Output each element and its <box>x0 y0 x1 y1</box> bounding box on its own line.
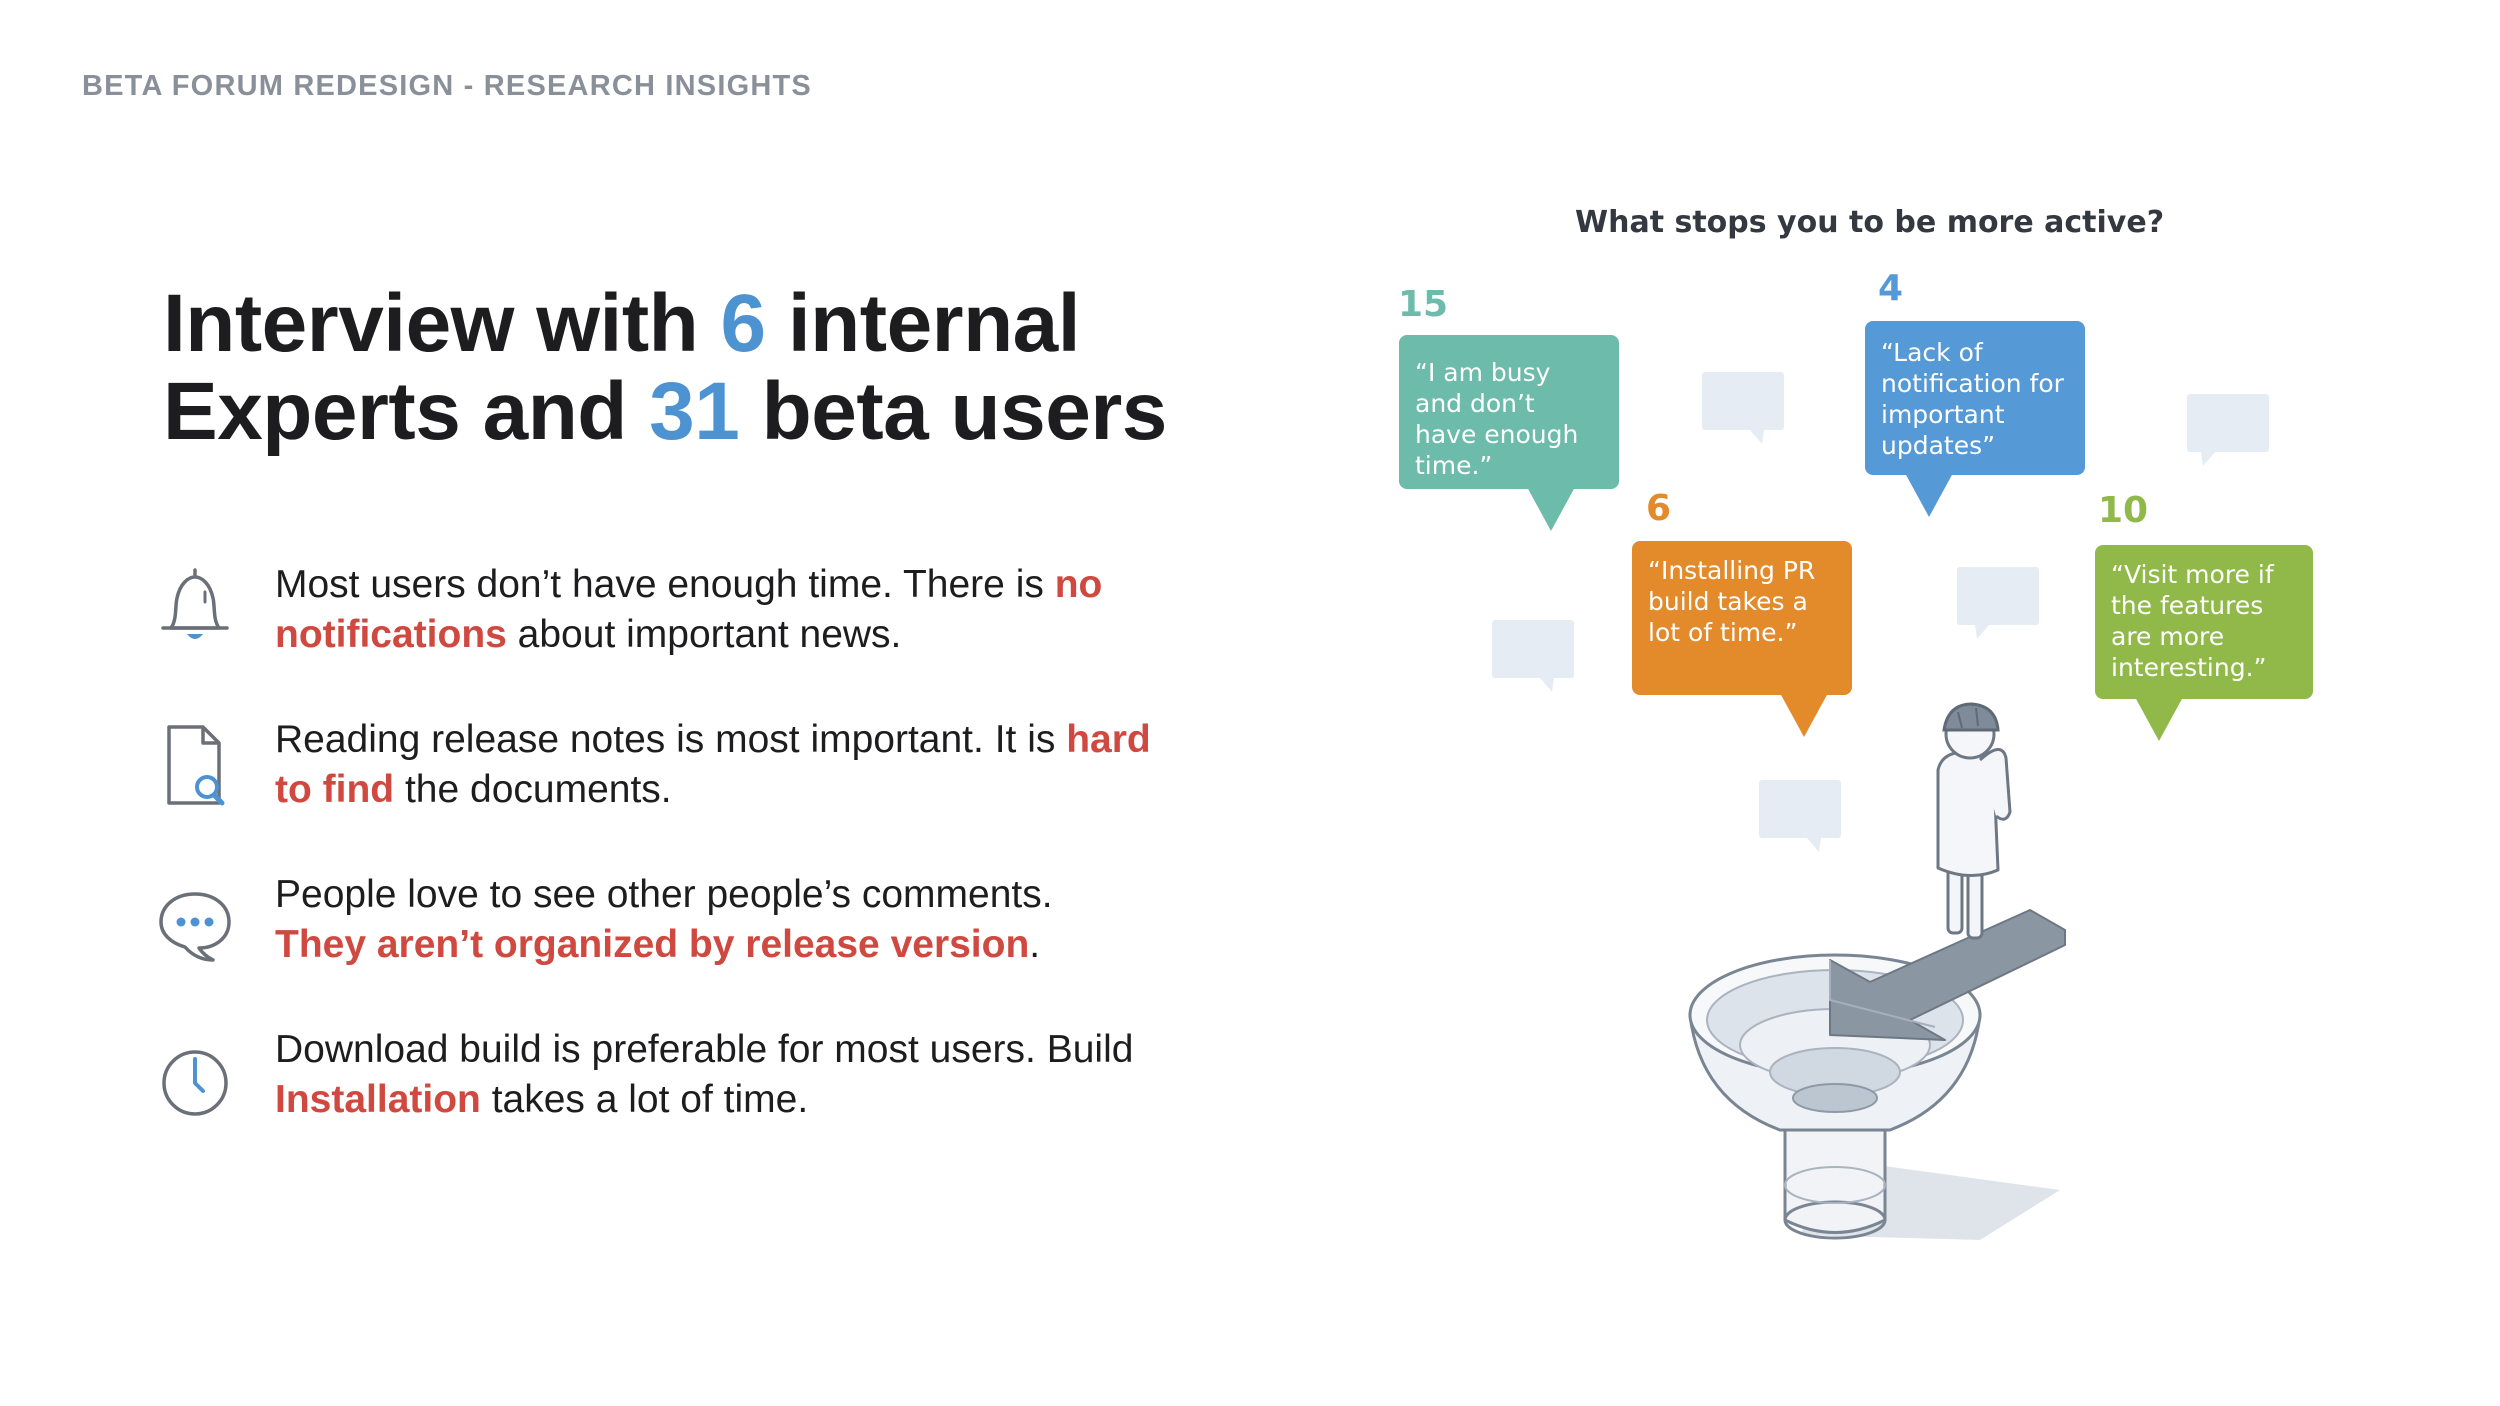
bubble-tail <box>1780 693 1828 737</box>
insight-highlight: hard to find <box>275 718 1151 811</box>
speech-bubble: “I am busy and don’t have enough time.” <box>1399 335 1619 531</box>
page-title: Interview with 6 internal Experts and 31… <box>163 280 1167 456</box>
headline-text: beta users <box>739 366 1168 457</box>
response-count: 4 <box>1878 268 1904 309</box>
chat-bubble-icon <box>159 892 231 962</box>
speech-bubble: “Lack of notification for important upda… <box>1865 321 2085 517</box>
insight-text-plain: People love to see other people’s commen… <box>275 873 1053 916</box>
speech-bubble: “Installing PR build takes a lot of time… <box>1632 541 1852 737</box>
insight-text-plain: about important news. <box>506 613 902 656</box>
bubble-tail <box>2135 697 2183 741</box>
insight-highlight: no notifications <box>275 563 1103 656</box>
insight-text-plain: Most users don’t have enough time. There… <box>275 563 1055 606</box>
response-count: 15 <box>1398 284 1449 325</box>
empty-speech-bubble <box>1957 567 2039 639</box>
insight-text: Most users don’t have enough time. There… <box>275 560 1195 660</box>
response-quote: “Visit more if the features are more int… <box>2111 560 2274 682</box>
response-count: 10 <box>2098 490 2149 531</box>
empty-speech-bubble <box>1702 372 1784 444</box>
beta-user-count: 31 <box>649 366 740 457</box>
survey-question: What stops you to be more active? <box>1575 205 2165 240</box>
bell-icon <box>161 568 229 639</box>
headline-text: internal <box>765 278 1081 369</box>
insight-text: Reading release notes is most important.… <box>275 715 1195 815</box>
document-search-icon <box>167 725 225 806</box>
response-quote: “I am busy and don’t have enough time.” <box>1415 358 1579 480</box>
response-count: 6 <box>1646 488 1672 529</box>
insight-text: Download build is preferable for most us… <box>275 1025 1195 1125</box>
response-quote: “Installing PR build takes a lot of time… <box>1648 556 1816 647</box>
empty-speech-bubble <box>1492 620 1574 692</box>
speech-bubble: “Visit more if the features are more int… <box>2095 545 2313 741</box>
headline-text: Interview with <box>163 278 721 369</box>
insight-text-plain: Download build is preferable for most us… <box>275 1028 1134 1071</box>
empty-speech-bubble <box>1759 780 1841 852</box>
insight-text-plain: takes a lot of time. <box>480 1078 809 1121</box>
empty-speech-bubble <box>2187 394 2269 466</box>
insight-text-plain: the documents. <box>394 768 672 811</box>
expert-count: 6 <box>720 278 767 369</box>
insight-text-plain: . <box>1029 923 1041 966</box>
bubble-tail <box>1527 487 1575 531</box>
insight-text-plain: Reading release notes is most important.… <box>275 718 1067 761</box>
insight-text: People love to see other people’s commen… <box>275 870 1195 970</box>
insight-highlight: They aren’t organized by release version <box>275 923 1030 966</box>
insight-highlight: Installation <box>275 1078 481 1121</box>
response-quote: “Lack of notification for important upda… <box>1881 338 2064 460</box>
clock-icon <box>162 1050 228 1116</box>
funnel-illustration <box>1688 702 2066 1240</box>
headline-text: Experts and <box>163 366 650 457</box>
eyebrow-title: BETA FORUM REDESIGN - RESEARCH INSIGHTS <box>82 70 812 102</box>
bubble-tail <box>1905 473 1953 517</box>
